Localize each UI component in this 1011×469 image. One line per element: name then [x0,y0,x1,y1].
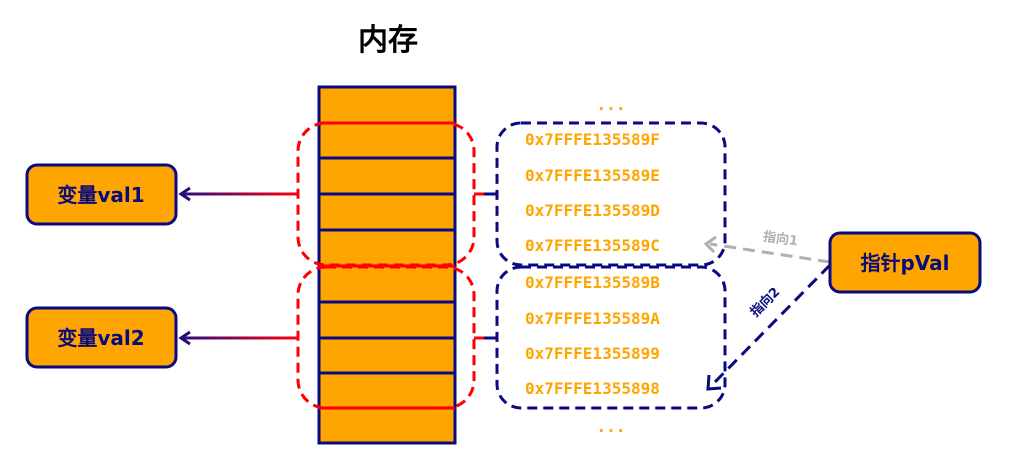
arrow-head-icon [178,186,191,346]
memory-address: 0x7FFFE135589E [525,166,660,185]
variable-val2-box[interactable]: 变量val2 [25,306,178,369]
memory-address: 0x7FFFE135589D [525,201,660,220]
memory-title: 内存 [358,23,418,58]
memory-address: 0x7FFFE1355898 [525,379,660,398]
memory-address: 0x7FFFE135589A [525,309,660,328]
memory-address: 0x7FFFE135589C [525,236,660,255]
points-to-1-label: 指向1 [762,229,799,250]
memory-address: 0x7FFFE135589B [525,273,660,292]
variable-val1-box[interactable]: 变量val1 [25,163,178,226]
memory-address: 0x7FFFE135589F [525,130,660,149]
points-to-2-label: 指向2 [747,284,783,320]
pointer-pval-label: 指针pVal [860,251,949,275]
points-to-2-arrow [710,263,832,387]
variable-val1-label: 变量val1 [57,183,144,207]
variable-val2-label: 变量val2 [57,326,144,350]
points-to-1-arrow [709,242,831,264]
pointer-pval-box[interactable]: 指针pVal [828,231,982,294]
ellipsis-bottom: ... [597,417,626,436]
ellipsis-top: ... [597,95,626,114]
memory-address: 0x7FFFE1355899 [525,344,660,363]
